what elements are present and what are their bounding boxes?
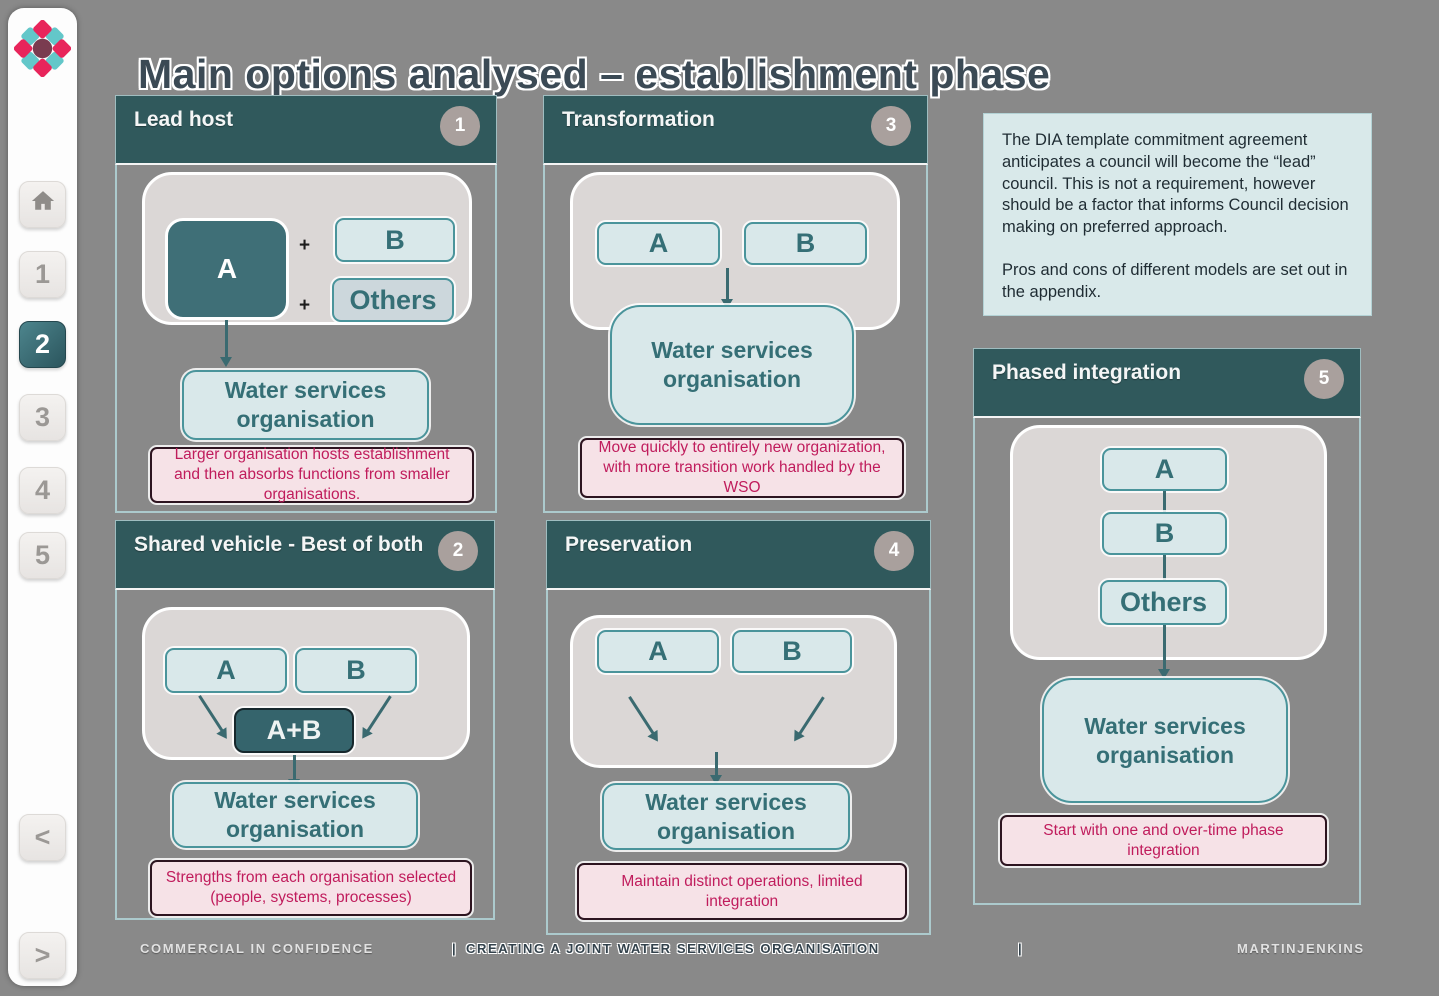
panel-lead-host: Lead host 1 A + + B Others Water service… [115,95,497,513]
lead-host-header: Lead host 1 [115,95,497,165]
phased-wso-box: Water services organisation [1042,678,1288,803]
shared-vehicle-header: Shared vehicle - Best of both 2 [115,520,495,590]
plus-sign: + [299,235,311,256]
transformation-title: Transformation [562,108,715,131]
phased-node-b: B [1102,512,1227,555]
transformation-body: A B Water services organisation Move qui… [543,165,928,513]
page-nav-sidebar: 1 2 3 4 5 < > [8,8,77,986]
panel-shared-vehicle: Shared vehicle - Best of both 2 A B A+B … [115,520,495,920]
dia-commitment-info-box: The DIA template commitment agreement an… [983,113,1372,316]
transformation-node-a: A [597,222,720,265]
shared-vehicle-node-b: B [295,648,417,693]
phased-node-a: A [1102,448,1227,491]
shared-vehicle-node-ab: A+B [234,708,354,753]
transformation-note: Move quickly to entirely new organizatio… [580,438,904,498]
lead-host-title: Lead host [134,108,234,131]
transformation-wso-box: Water services organisation [610,305,854,425]
preservation-header: Preservation 4 [546,520,931,590]
footer-confidentiality-label: COMMERCIAL IN CONFIDENCE [140,941,374,956]
panel-preservation: Preservation 4 A B Water services organi… [546,520,931,935]
down-arrow [721,268,732,309]
plus-sign: + [299,295,311,316]
lead-host-node-others: Others [332,278,454,322]
transformation-badge: 3 [871,106,911,146]
down-arrow [710,752,721,785]
down-arrow [288,755,299,789]
martinjenkins-pinwheel-logo-icon [13,19,72,78]
down-arrow [1158,625,1169,679]
page-title: Main options analysed – establishment ph… [138,51,1051,98]
footer-separator: | [452,941,458,956]
shared-vehicle-body: A B A+B Water services organisation Stre… [115,590,495,920]
footer-brand-label: MARTINJENKINS [1237,941,1365,956]
preservation-body: A B Water services organisation Maintain… [546,590,931,935]
connector-line [1163,491,1166,512]
shared-vehicle-note: Strengths from each organisation selecte… [150,860,472,916]
preservation-wso-box: Water services organisation [602,783,850,850]
lead-host-body: A + + B Others Water services organisati… [115,165,497,513]
shared-vehicle-wso-box: Water services organisation [172,782,418,848]
preservation-title: Preservation [565,533,693,556]
preservation-note: Maintain distinct operations, limited in… [577,863,907,920]
nav-page-4-button[interactable]: 4 [19,467,66,514]
transformation-header: Transformation 3 [543,95,928,165]
preservation-badge: 4 [874,531,914,571]
phased-note: Start with one and over-time phase integ… [1000,815,1327,866]
lead-host-badge: 1 [440,106,480,146]
nav-page-1-button[interactable]: 1 [19,251,66,298]
nav-previous-button[interactable]: < [19,814,66,861]
footer-project-title: CREATING A JOINT WATER SERVICES ORGANISA… [466,941,880,956]
nav-page-2-button-active[interactable]: 2 [19,321,66,368]
panel-transformation: Transformation 3 A B Water services orga… [543,95,928,513]
connector-line [1163,555,1166,580]
phased-integration-badge: 5 [1304,359,1344,399]
panel-phased-integration: Phased integration 5 A B Others Water se… [973,348,1361,905]
nav-next-button[interactable]: > [19,932,66,979]
phased-integration-title: Phased integration [992,361,1182,384]
phased-integration-header: Phased integration 5 [973,348,1361,418]
lead-host-node-a: A [165,218,289,320]
lead-host-node-b: B [335,218,455,262]
preservation-node-b: B [732,630,852,673]
nav-home-button[interactable] [19,181,66,228]
lead-host-wso-box: Water services organisation [182,370,429,440]
phased-integration-body: A B Others Water services organisation S… [973,418,1361,905]
lead-host-note: Larger organisation hosts establishment … [150,446,474,503]
phased-node-others: Others [1100,580,1227,625]
info-paragraph-2: Pros and cons of different models are se… [1002,260,1348,301]
home-icon [29,187,57,222]
shared-vehicle-title: Shared vehicle - Best of both [134,533,424,556]
footer-separator: | [1018,941,1024,956]
down-arrow [220,320,231,367]
transformation-node-b: B [744,222,867,265]
info-paragraph-1: The DIA template commitment agreement an… [1002,131,1349,237]
shared-vehicle-badge: 2 [438,531,478,571]
preservation-node-a: A [597,630,719,673]
nav-page-3-button[interactable]: 3 [19,394,66,441]
nav-page-5-button[interactable]: 5 [19,532,66,579]
shared-vehicle-node-a: A [165,648,287,693]
